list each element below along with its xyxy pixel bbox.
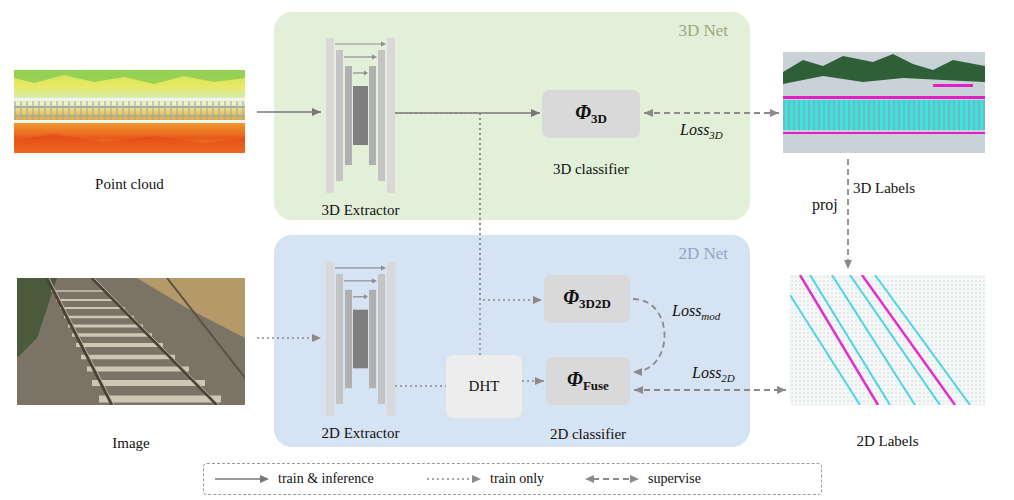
text-main: Φ: [563, 286, 579, 308]
legend-line: [215, 478, 261, 480]
arrow-head: [585, 475, 594, 483]
classifier-box: Φ3D3D classifier: [542, 90, 640, 138]
legend-box: train & inference train only supervise: [203, 463, 822, 495]
text-main: Φ: [575, 101, 591, 123]
arrow-head: [777, 386, 786, 394]
module-box: DHT: [446, 355, 522, 418]
caption-text: 2D Labels: [856, 433, 918, 449]
caption-text: 2D classifier: [550, 426, 626, 442]
box-text: Φ3D: [575, 101, 607, 127]
connector-line: [847, 159, 849, 269]
extractor-block: 3D Extractor: [326, 38, 395, 193]
net-band: 2D Net 2D ExtractorΦ3D2DDHTΦFuse2D class…: [274, 235, 750, 447]
text-subscript: mod: [701, 310, 720, 322]
arrow-head: [630, 475, 639, 483]
text-main: Loss: [672, 302, 701, 319]
label-image: 3D Labels: [783, 52, 985, 153]
box-text: Φ3D2D: [563, 286, 611, 312]
box-text: ΦFuse: [567, 368, 609, 394]
point-cloud-image: Point cloud: [14, 70, 245, 153]
arrow-head: [844, 260, 852, 269]
text-main: Loss: [680, 121, 709, 138]
edge-label: Loss2D: [692, 364, 735, 381]
classifier-box: ΦFuse2D classifier: [546, 357, 630, 405]
network-icon: [326, 38, 395, 193]
caption-text: Image: [112, 435, 149, 451]
point-cloud-picture: [14, 70, 245, 153]
text-subscript: 2D: [721, 372, 734, 384]
arrow-head: [472, 475, 481, 483]
extractor-block: 2D Extractor: [326, 262, 395, 416]
arrow-head: [770, 109, 779, 117]
text-subscript: 3D: [591, 111, 607, 126]
edge-label: proj: [812, 196, 838, 213]
legend-text: train only: [490, 471, 544, 487]
label-image: 2D Labels: [790, 275, 985, 405]
text-subscript: Fuse: [583, 378, 609, 393]
arrow-head: [260, 475, 269, 483]
caption-text: 3D Extractor: [322, 202, 400, 218]
caption-text: 3D classifier: [553, 161, 629, 177]
legend-sample: [584, 474, 640, 484]
network-icon: [326, 262, 395, 416]
edge-label: Loss3D: [680, 121, 723, 138]
band-title: 3D Net: [678, 21, 728, 40]
2d-labels-picture: [790, 275, 985, 405]
text-subscript: 3D: [709, 129, 722, 141]
caption-text: 3D Labels: [853, 180, 915, 196]
rail-photo: [17, 278, 245, 405]
text-main: Loss: [692, 364, 721, 381]
text-main: Φ: [567, 368, 583, 390]
net-band: 3D Net 3D ExtractorΦ3D3D classifier: [274, 12, 750, 220]
band-title: 2D Net: [678, 244, 728, 263]
legend-text: supervise: [648, 471, 701, 487]
classifier-box: Φ3D2D: [544, 275, 630, 323]
legend-text: train & inference: [278, 471, 374, 487]
connector: [844, 159, 852, 269]
text-subscript: 3D2D: [579, 296, 611, 311]
caption-text: 2D Extractor: [322, 425, 400, 441]
legend-line: [427, 478, 473, 480]
legend-sample: [214, 474, 270, 484]
rail-image: Image: [17, 278, 245, 405]
3d-labels-picture: [783, 52, 985, 153]
legend-sample: [426, 474, 482, 484]
box-text: DHT: [469, 378, 500, 395]
legend-line: [593, 478, 631, 480]
caption-text: Point cloud: [95, 176, 164, 192]
edge-label: Lossmod: [672, 302, 720, 319]
